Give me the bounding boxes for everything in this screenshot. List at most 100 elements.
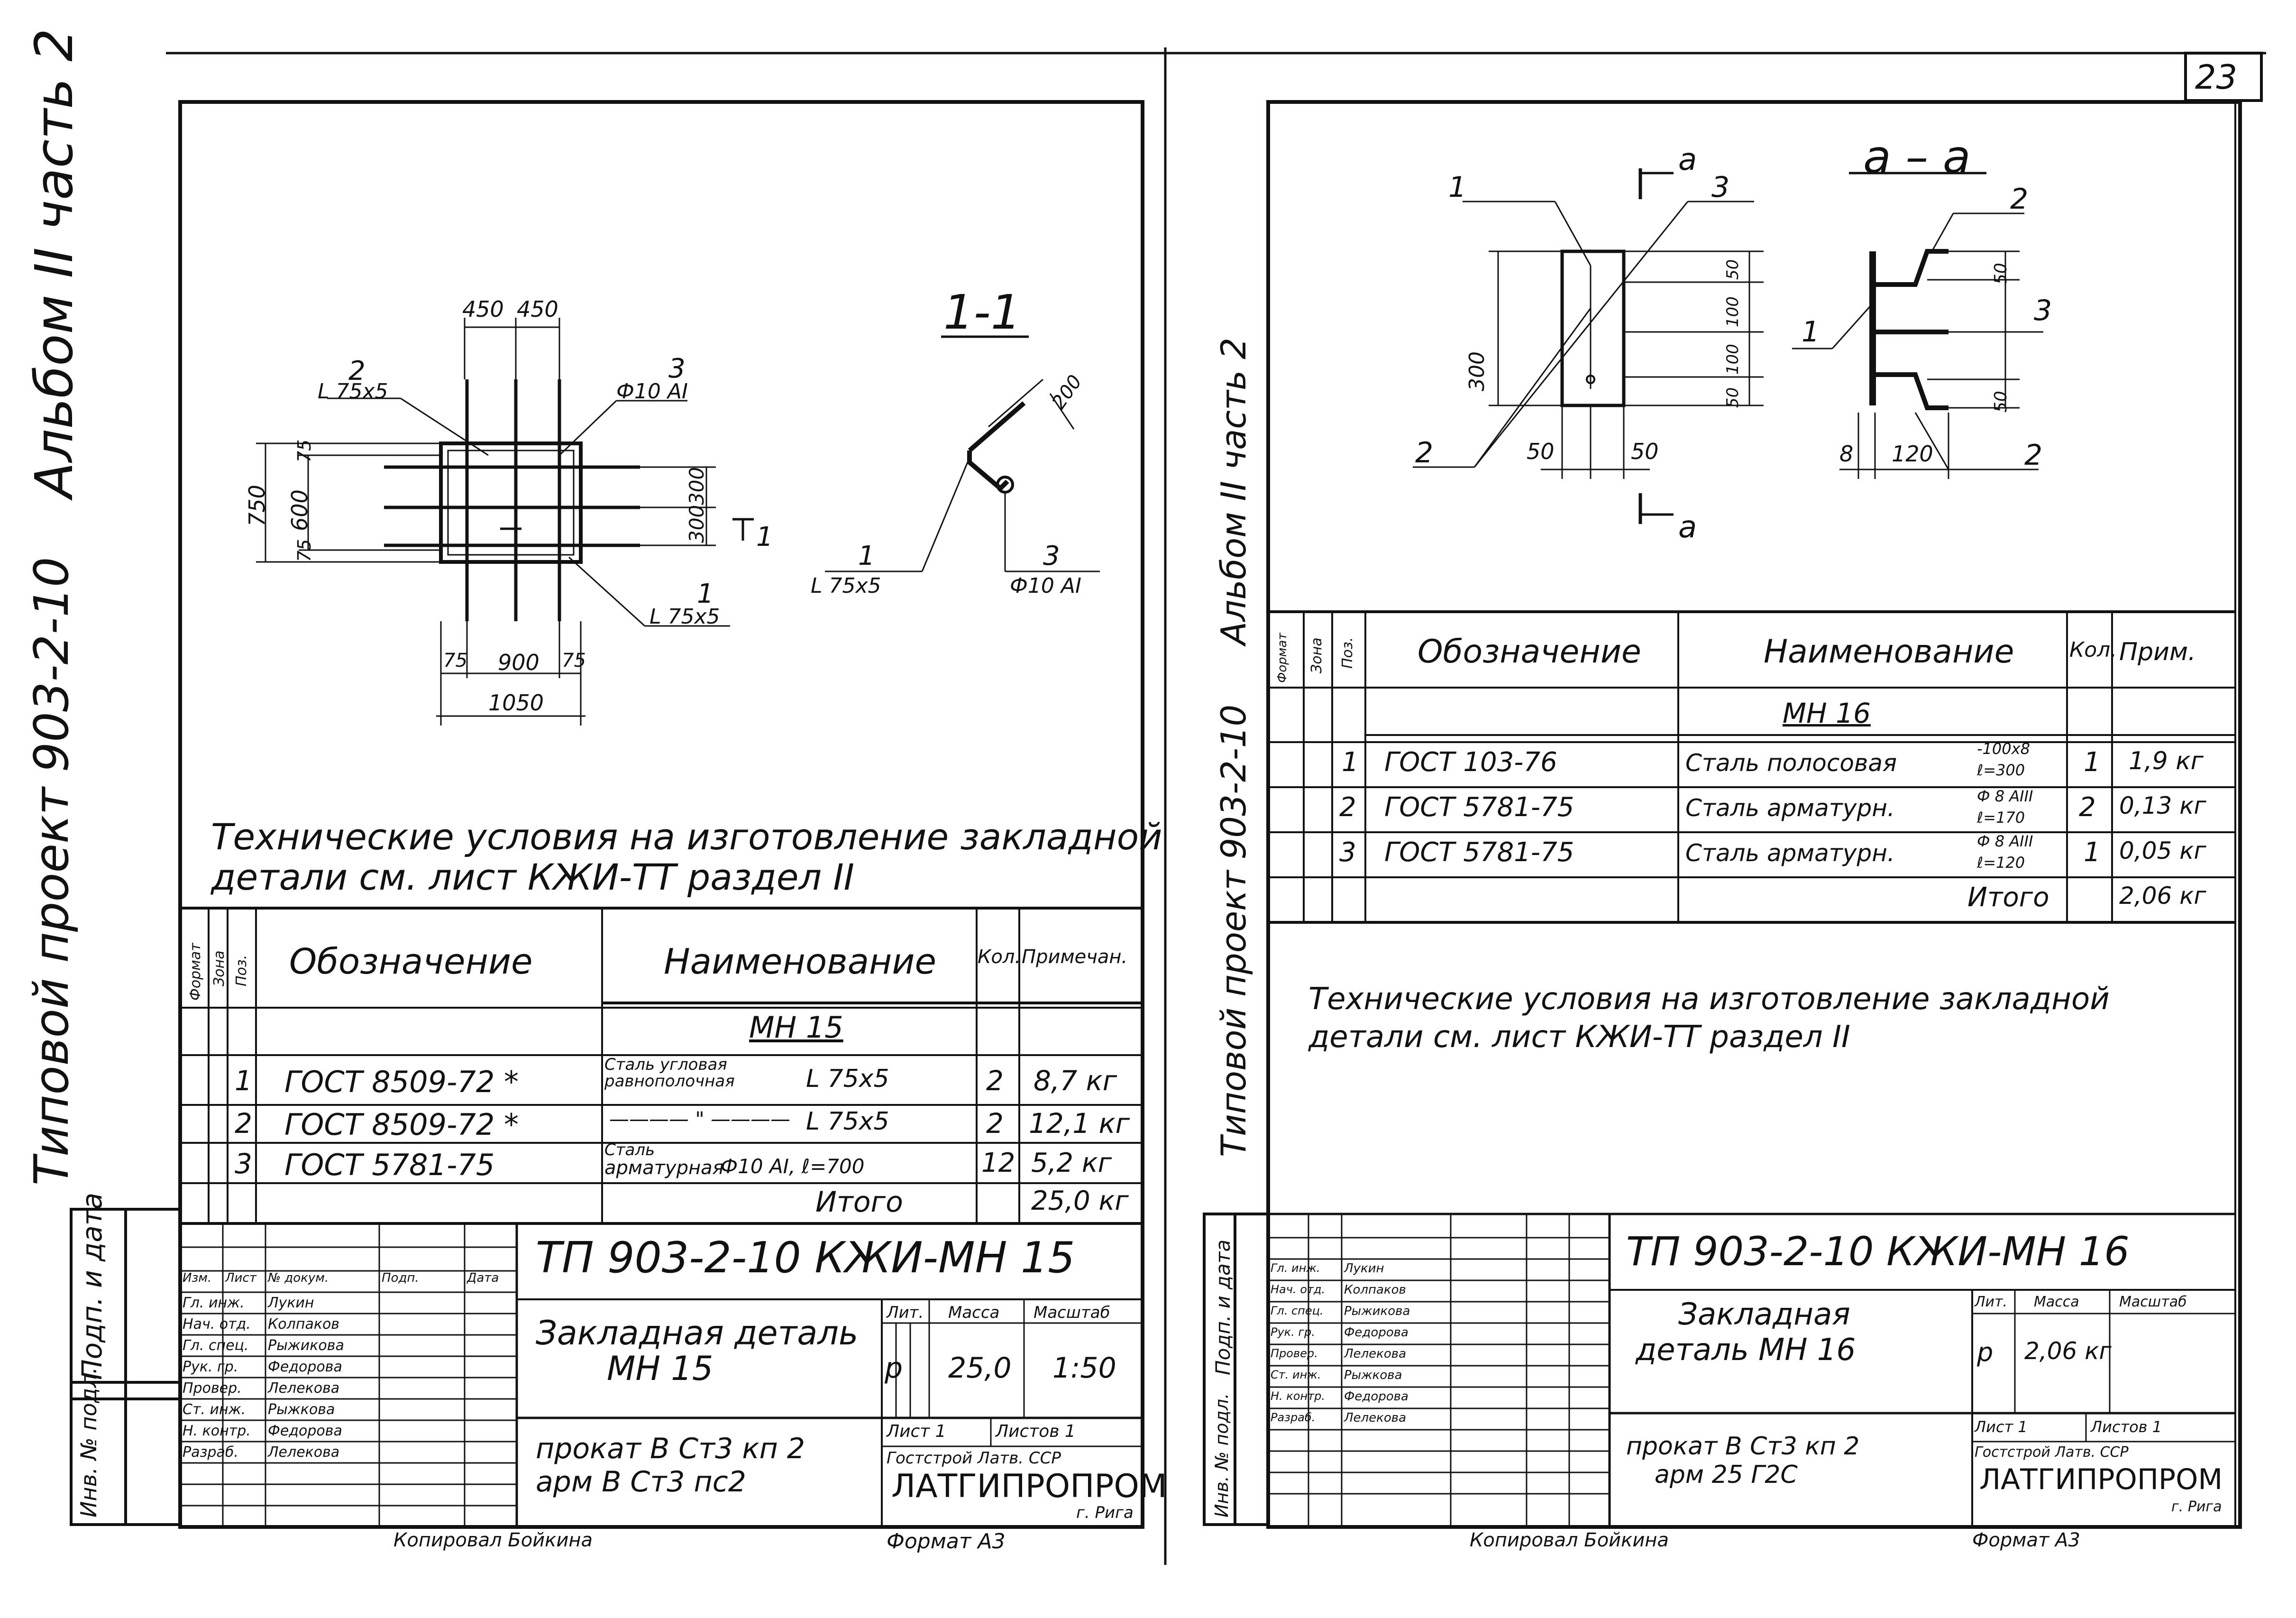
rs-title: а – а bbox=[1863, 130, 1971, 184]
lt-h-designation: Обозначение bbox=[289, 941, 533, 982]
rs-d1: 50 bbox=[1991, 263, 2011, 285]
rtb-sheets: Листов 1 bbox=[2091, 1418, 2162, 1436]
ltb-org3: г. Рига bbox=[1076, 1503, 1134, 1522]
right-stamp-inv: Инв. № подл. bbox=[1211, 1393, 1232, 1517]
rtb-name-7: Лелекова bbox=[1344, 1411, 1407, 1425]
callout-3-size: Ф10 АI bbox=[616, 379, 688, 404]
rt-r1-designation: ГОСТ 103-76 bbox=[1384, 747, 1557, 778]
rtb-role-4: Провер. bbox=[1271, 1347, 1318, 1360]
rt-r1-pos: 1 bbox=[1342, 747, 1359, 778]
ltb-role-6: Н. контр. bbox=[183, 1423, 251, 1439]
dim-left1: 75 bbox=[294, 439, 315, 462]
rt-r1-qty: 1 bbox=[2084, 747, 2101, 778]
rv-w2: 50 bbox=[1631, 439, 1659, 464]
rt-h-zone: Зона bbox=[1308, 637, 1325, 673]
lt-r2-pos: 2 bbox=[235, 1107, 252, 1140]
ltb-org2: ЛАТГИПРОПРОМ bbox=[891, 1468, 1167, 1505]
rt-r2-designation: ГОСТ 5781-75 bbox=[1384, 792, 1574, 823]
rtb-role-6: Н. контр. bbox=[1271, 1389, 1326, 1403]
callout-2-num: 2 bbox=[348, 356, 366, 386]
rt-h-format: Формат bbox=[1275, 633, 1290, 683]
dim-left2: 75 bbox=[294, 539, 315, 562]
rs-c3: 3 bbox=[2034, 294, 2052, 327]
rt-r2-pos: 2 bbox=[1339, 792, 1356, 823]
right-copied-by: Копировал Бойкина bbox=[1470, 1529, 1669, 1551]
lt-h-note: Примечан. bbox=[1022, 946, 1128, 968]
lt-r3-name2: арматурная bbox=[604, 1157, 724, 1179]
ltb-h-4: Дата bbox=[467, 1271, 499, 1285]
rt-r2-size1: Ф 8 АIII bbox=[1977, 787, 2033, 805]
dim-right2: 300 bbox=[685, 505, 708, 543]
rt-r1-size1: -100х8 bbox=[1977, 740, 2030, 758]
rv-d1: 50 bbox=[1723, 259, 1742, 280]
ltb-name-5: Рыжкова bbox=[268, 1401, 335, 1418]
lt-r3-name1: Сталь bbox=[604, 1140, 655, 1159]
ltb-name-0: Лукин bbox=[268, 1295, 314, 1311]
rtb-org1: Гостстрой Латв. ССР bbox=[1975, 1444, 2129, 1461]
right-part-name1: Закладная bbox=[1678, 1297, 1850, 1332]
rt-group: МН 16 bbox=[1783, 697, 1871, 729]
left-note-line1: Технические условия на изготовление закл… bbox=[211, 816, 1162, 858]
lt-total-label: Итого bbox=[815, 1186, 903, 1219]
section-c3-size: Ф10 АI bbox=[1010, 574, 1081, 598]
rt-r1-name: Сталь полосовая bbox=[1685, 749, 1897, 777]
spine-left-project: Типовой проект 903-2-10 bbox=[24, 557, 79, 1186]
page-number: 23 bbox=[2195, 58, 2238, 97]
dim-bottom-mid: 900 bbox=[498, 650, 540, 675]
ltb-h-2: № докум. bbox=[268, 1271, 329, 1285]
rtb-role-3: Рук. гр. bbox=[1271, 1325, 1315, 1339]
rv-cut-top: а bbox=[1678, 142, 1697, 177]
lt-r1-size: L 75х5 bbox=[806, 1065, 889, 1093]
left-stamp-sign: Подп. и дата bbox=[76, 1192, 108, 1380]
left-note-line2: детали см. лист КЖИ-ТТ раздел II bbox=[211, 856, 855, 898]
dim-left-mid: 600 bbox=[287, 489, 312, 531]
rtb-mass-label: Масса bbox=[2034, 1294, 2079, 1310]
lt-r2-note: 12,1 кг bbox=[1029, 1107, 1130, 1140]
lt-h-name: Наименование bbox=[664, 941, 937, 982]
section-c3-num: 3 bbox=[1043, 541, 1060, 571]
spine-left-album: Альбом II часть 2 bbox=[24, 28, 84, 498]
ltb-stage-label: Лит. bbox=[887, 1303, 924, 1322]
rt-r3-size1: Ф 8 АIII bbox=[1977, 832, 2033, 850]
right-note-line2: детали см. лист КЖИ-ТТ раздел II bbox=[1308, 1020, 1850, 1055]
rs-d2: 50 bbox=[1991, 391, 2011, 413]
rv-c2: 2 bbox=[1415, 436, 1434, 469]
callout-2-size: L 75х5 bbox=[318, 379, 388, 404]
section-c1-size: L 75х5 bbox=[811, 574, 881, 598]
dim-left-total: 750 bbox=[244, 485, 270, 526]
rt-r3-note: 0,05 кг bbox=[2119, 837, 2206, 864]
lt-r1-qty: 2 bbox=[986, 1065, 1004, 1097]
ltb-name-4: Лелекова bbox=[268, 1380, 340, 1397]
rt-total-label: Итого bbox=[1967, 882, 2049, 913]
cut-label: 1 bbox=[756, 522, 773, 552]
rt-total-value: 2,06 кг bbox=[2119, 882, 2206, 910]
lt-h-qty: Кол. bbox=[978, 946, 1021, 968]
ltb-org1: Гостстрой Латв. ССР bbox=[887, 1449, 1061, 1468]
rt-r3-name: Сталь арматурн. bbox=[1685, 839, 1895, 867]
lt-r1-designation: ГОСТ 8509-72 * bbox=[284, 1065, 519, 1099]
lt-r1-name2: равнополочная bbox=[604, 1072, 735, 1091]
ltb-stage: р bbox=[885, 1351, 903, 1385]
rv-c1: 1 bbox=[1448, 171, 1467, 204]
ltb-h-1: Лист bbox=[225, 1271, 256, 1285]
rtb-role-2: Гл. спец. bbox=[1271, 1304, 1324, 1317]
rv-d2: 100 bbox=[1723, 296, 1742, 327]
rtb-name-4: Лелекова bbox=[1344, 1347, 1407, 1361]
lt-r1-name1: Сталь угловая bbox=[604, 1055, 727, 1074]
ltb-name-3: Федорова bbox=[268, 1359, 342, 1375]
left-material1: прокат В Ст3 кп 2 bbox=[536, 1432, 805, 1465]
ltb-role-2: Гл. спец. bbox=[183, 1337, 249, 1354]
rt-h-pos: Поз. bbox=[1339, 637, 1356, 669]
lt-r3-size: Ф10 АI, ℓ=700 bbox=[721, 1155, 865, 1178]
left-format: Формат А3 bbox=[887, 1529, 1006, 1554]
ltb-h-3: Подп. bbox=[382, 1271, 419, 1285]
dim-top1: 450 bbox=[462, 296, 504, 322]
left-stamp-inv: Инв. № подл. bbox=[76, 1367, 101, 1517]
lt-r1-note: 8,7 кг bbox=[1034, 1065, 1117, 1097]
callout-3-num: 3 bbox=[668, 353, 686, 384]
ltb-role-0: Гл. инж. bbox=[183, 1295, 245, 1311]
rt-r2-qty: 2 bbox=[2079, 792, 2096, 823]
lt-h-format: Формат bbox=[187, 943, 204, 1001]
ltb-role-7: Разраб. bbox=[183, 1444, 238, 1461]
rs-w1: 8 bbox=[1839, 441, 1854, 467]
